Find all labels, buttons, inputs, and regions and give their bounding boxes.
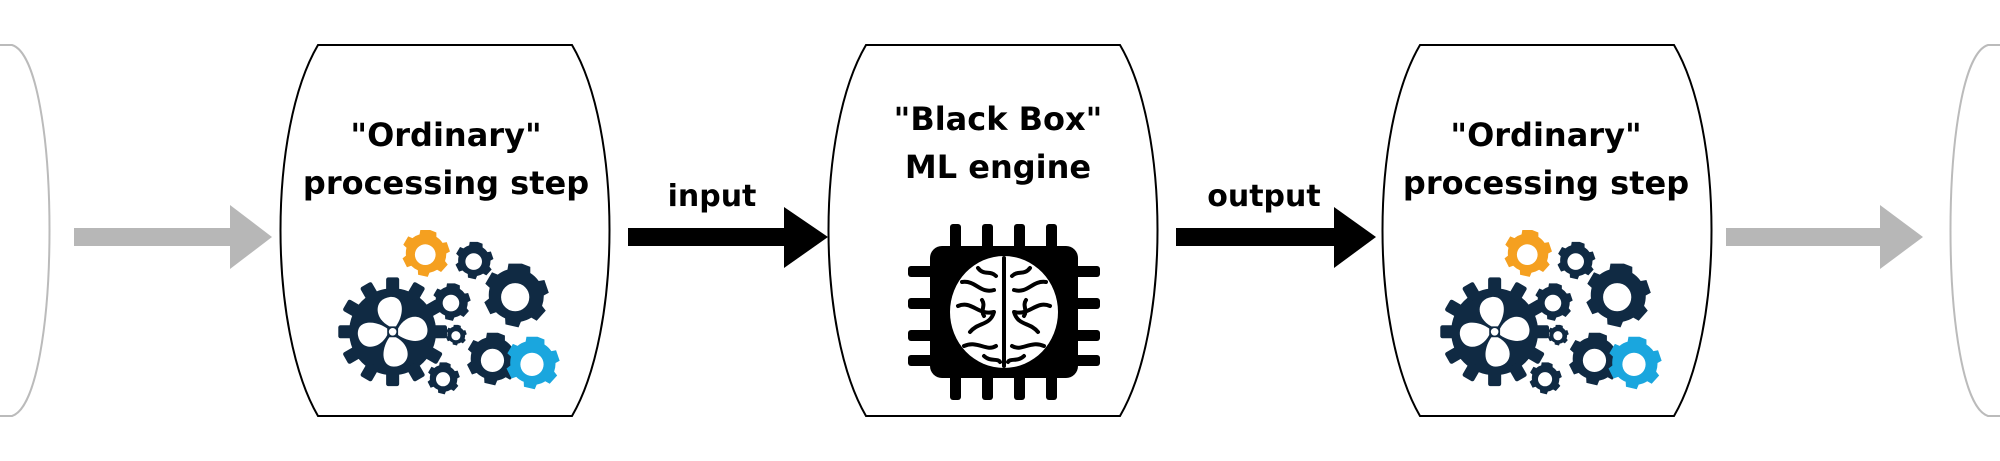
processing-step-box: "Ordinary" processing step [1381, 44, 1713, 417]
faded-arrow-left [74, 205, 272, 269]
engine-title-line1: "Black Box" [894, 100, 1103, 138]
step-title-line1: "Ordinary" [350, 116, 541, 154]
output-arrow-label: output [1207, 179, 1320, 214]
output-arrow [1176, 207, 1376, 268]
faded-container-right [1949, 44, 2000, 417]
faded-arrow-right [1726, 205, 1923, 269]
input-arrow [628, 207, 828, 268]
engine-title-line2: ML engine [905, 148, 1091, 186]
ml-engine-box: "Black Box" ML engine [827, 44, 1159, 417]
brain-chip-icon [908, 224, 1100, 400]
step-title-line1: "Ordinary" [1450, 116, 1641, 154]
faded-container-left [0, 44, 51, 417]
step-title-line2: processing step [1403, 164, 1689, 202]
processing-step-box: "Ordinary" processing step [279, 44, 611, 417]
step-title-line2: processing step [303, 164, 589, 202]
input-arrow-label: input [668, 179, 757, 214]
